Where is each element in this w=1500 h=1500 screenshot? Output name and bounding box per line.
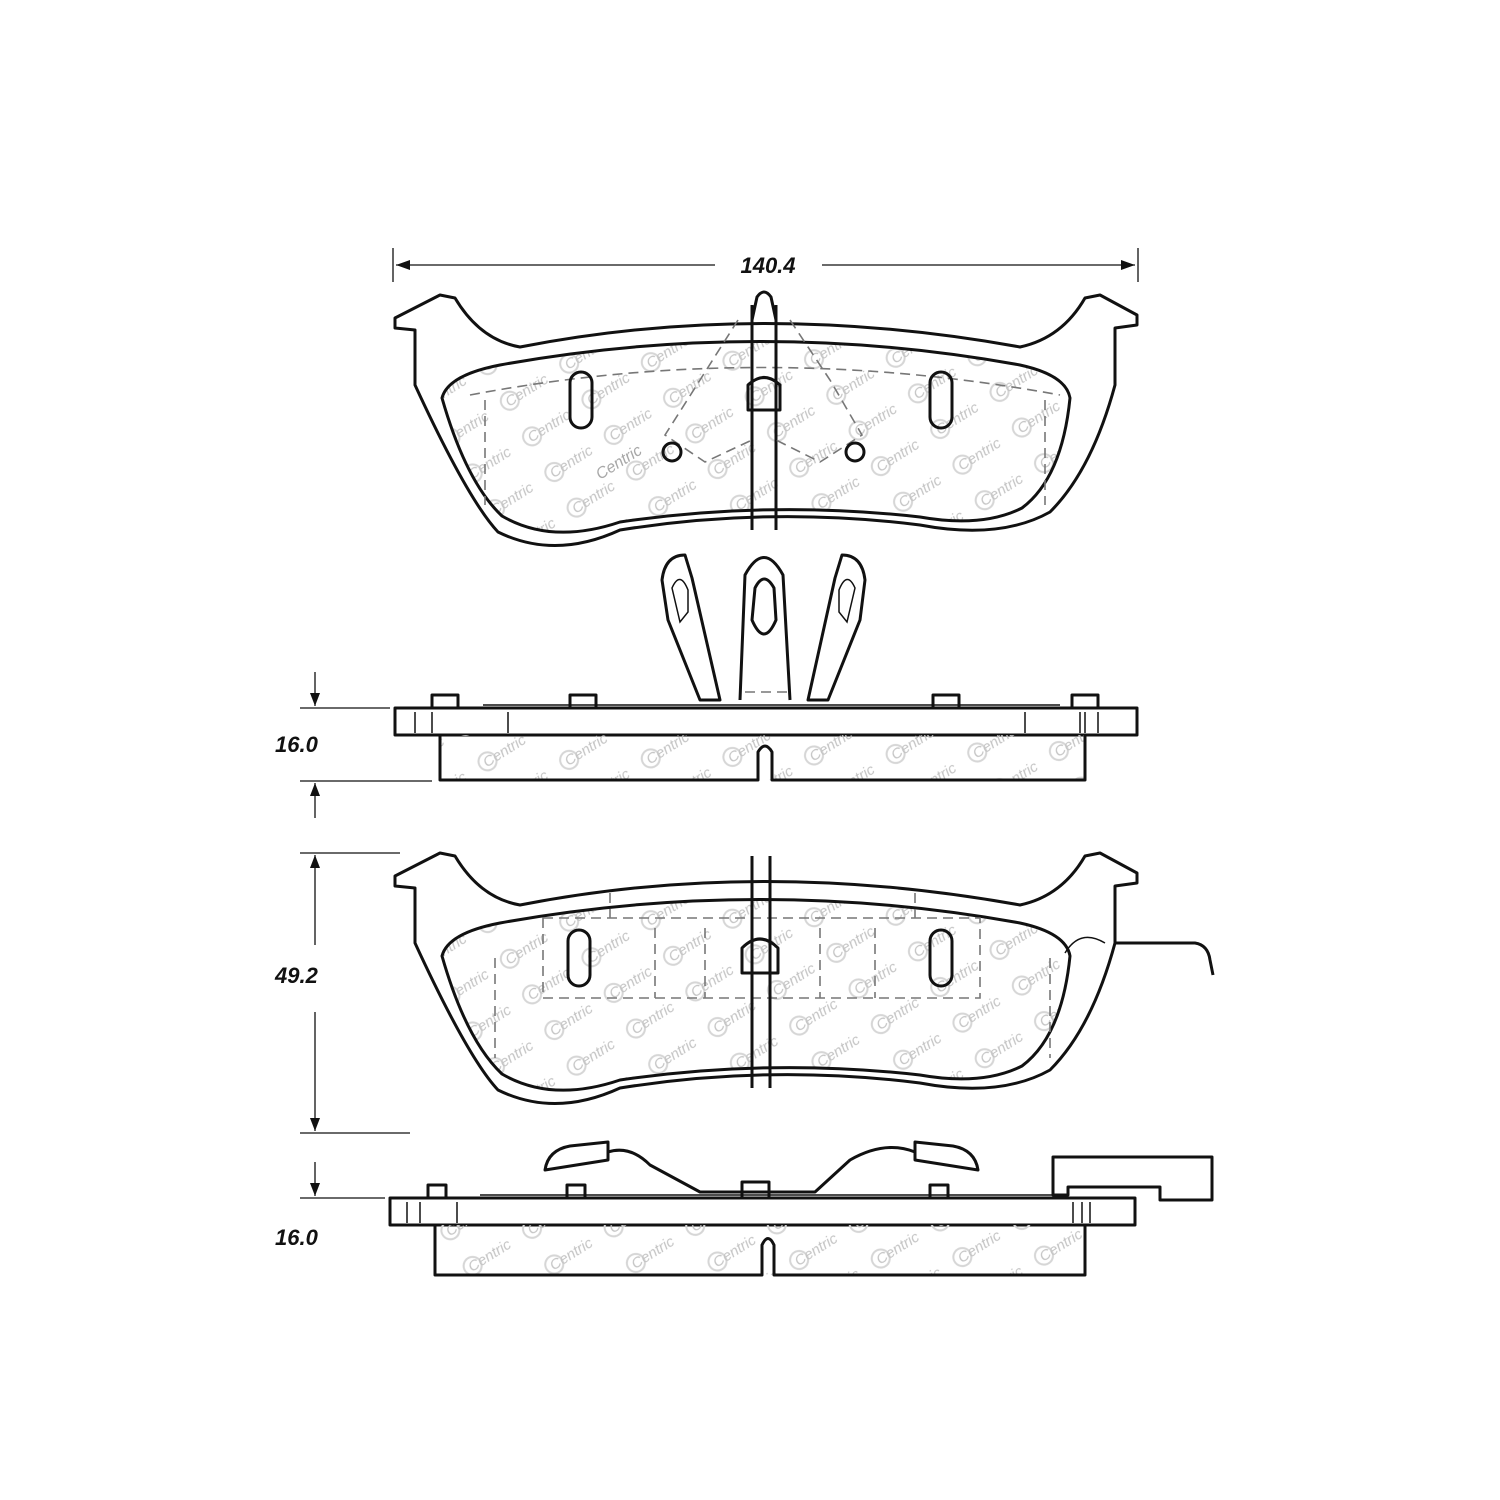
top-pad-side-view (393, 691, 1139, 782)
width-dimension: 140.4 (392, 248, 1139, 282)
thickness-top-label: 16.0 (275, 732, 319, 757)
center-mount (746, 376, 782, 412)
height-label: 49.2 (274, 963, 319, 988)
wear-sensor-connector (1051, 1155, 1214, 1202)
slot (928, 370, 954, 430)
thickness-dimension-top: 16.0 (275, 672, 432, 818)
height-dimension: 49.2 (274, 852, 410, 1134)
thickness-bottom-label: 16.0 (275, 1225, 319, 1250)
top-pad-face-view: Centric (393, 290, 1139, 548)
width-dimension-label: 140.4 (740, 253, 795, 278)
top-pad-clip (660, 553, 867, 702)
bottom-pad-side-view (388, 1140, 1214, 1277)
thickness-dimension-bottom: 16.0 (275, 1162, 385, 1250)
bottom-pad-face-view (393, 851, 1139, 1106)
slot (568, 370, 594, 430)
wear-sensor-wire (1115, 941, 1215, 976)
